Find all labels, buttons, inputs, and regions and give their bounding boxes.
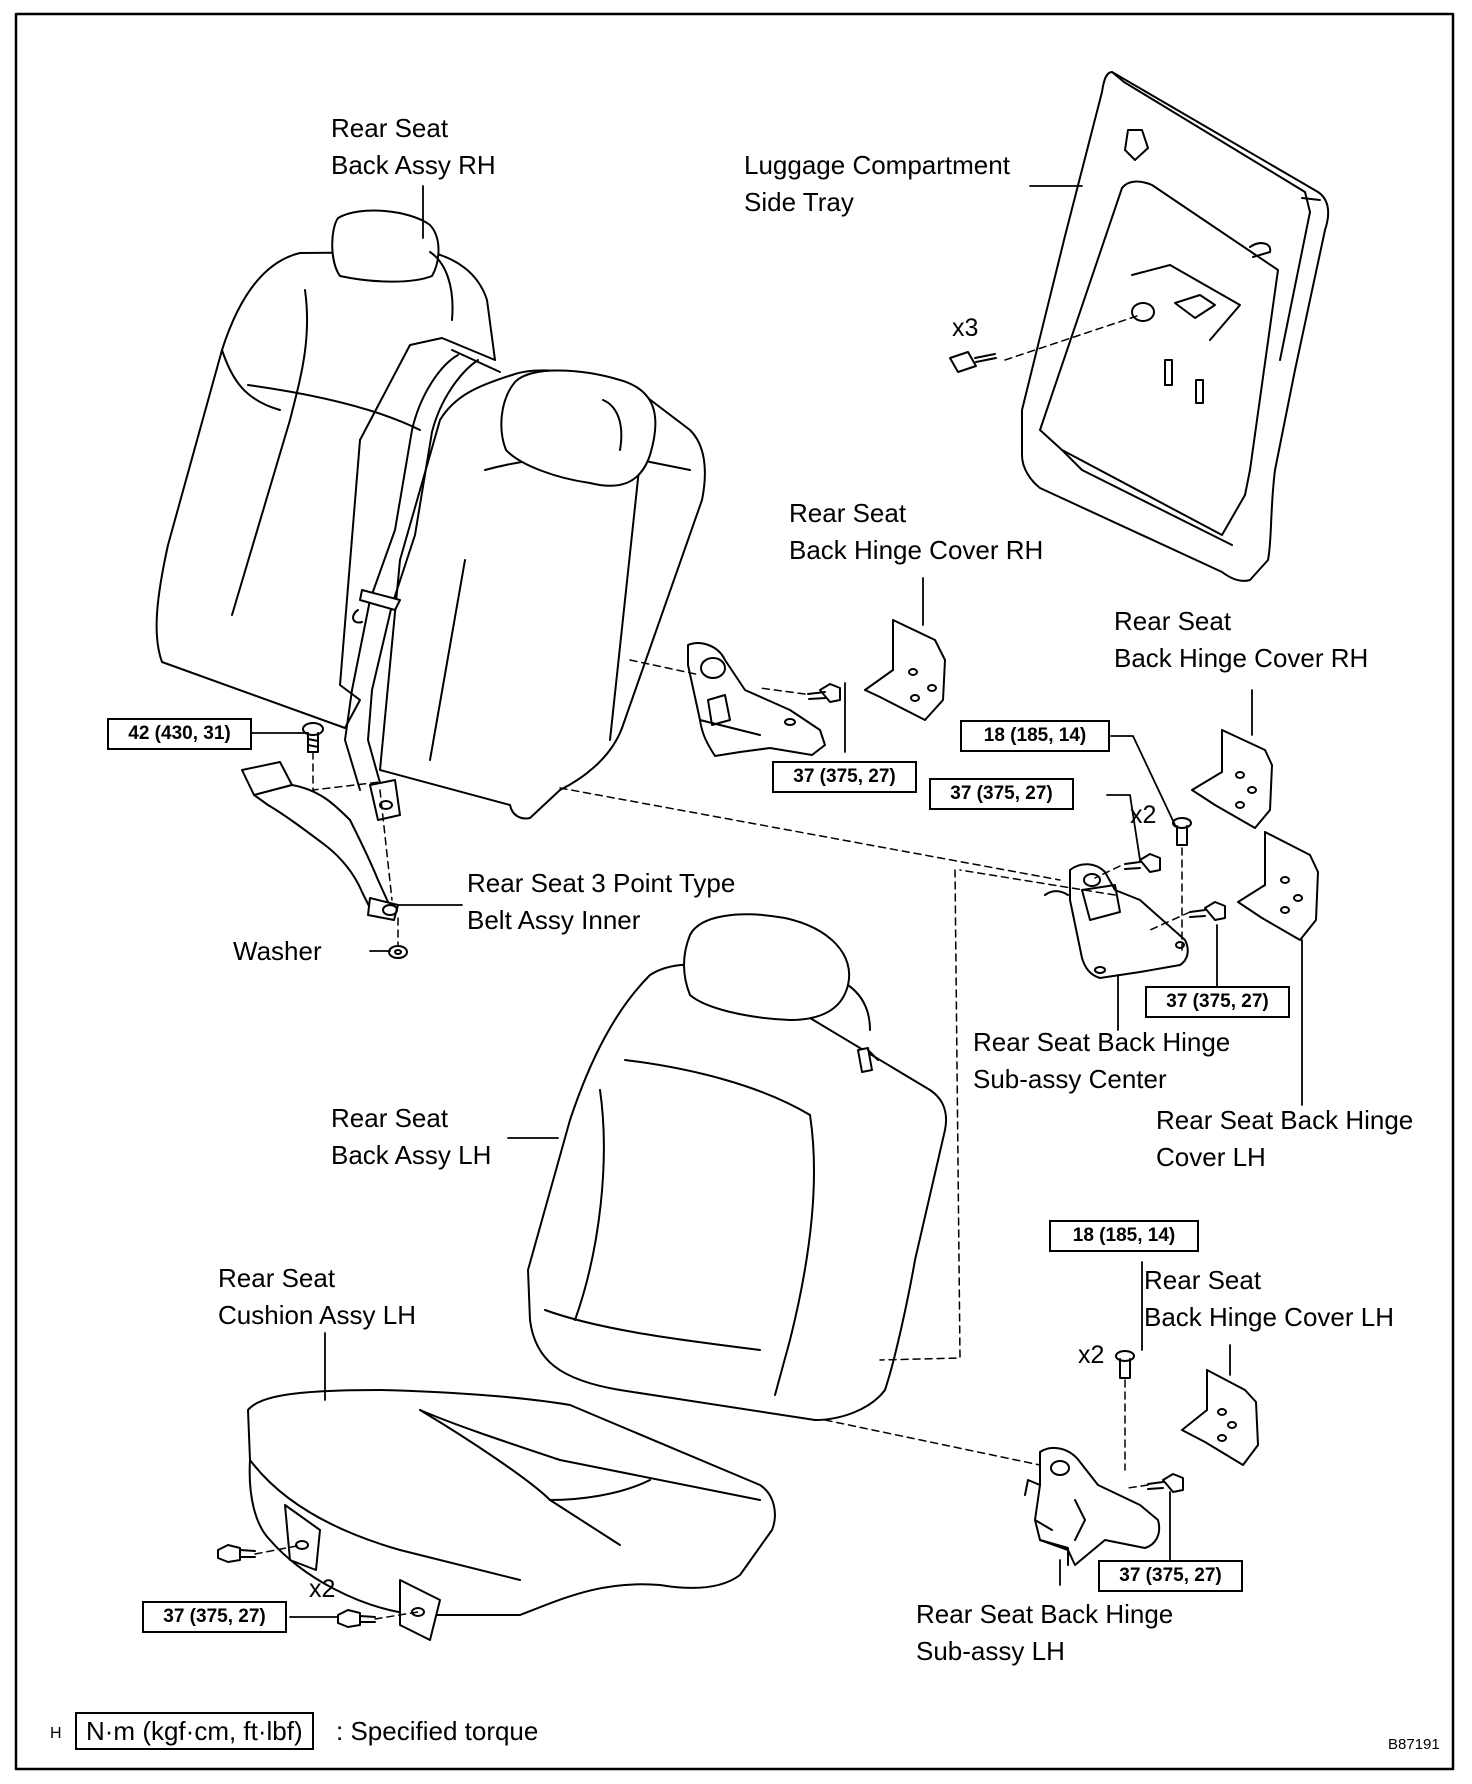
label-rear-seat-back-hinge-lh: Rear Seat Back Hinge Sub-assy LH [916, 1599, 1174, 1666]
qty-tray-clips: x3 [952, 314, 979, 342]
rear-seat-back-rh-drawing [155, 209, 706, 820]
label-rear-seat-3-point-belt-inner: Rear Seat 3 Point Type Belt Assy Inner [467, 868, 736, 935]
torque-center-upper-bolt: 18 (185, 14) [960, 720, 1110, 752]
figure-frame [14, 12, 1455, 1771]
torque-belt-bolt: 42 (430, 31) [107, 718, 252, 750]
rear-seat-cushion-lh-drawing [217, 1389, 776, 1641]
label-rear-seat-back-hinge-cover-rh-2: Rear Seat Back Hinge Cover RH [1114, 606, 1369, 673]
center-lower-bolt-icon [1189, 901, 1226, 921]
figure-id: B87191 [1388, 1736, 1440, 1753]
leader-lines [250, 185, 1303, 1618]
luggage-tray-drawing [949, 71, 1330, 582]
label-rear-seat-back-hinge-cover-rh-1: Rear Seat Back Hinge Cover RH [789, 498, 1044, 565]
label-rear-seat-cushion-assy-lh: Rear Seat Cushion Assy LH [218, 1263, 416, 1330]
center-upper-bolt-icon [1172, 817, 1192, 846]
belt-bolt-icon [302, 722, 324, 753]
torque-cushion-bolt: 37 (375, 27) [142, 1601, 287, 1633]
tray-clip-icon [949, 351, 997, 373]
assembly-dashed-lines [254, 314, 1191, 1620]
label-rear-seat-back-assy-rh: Rear Seat Back Assy RH [331, 113, 496, 180]
legend-prefix: H [50, 1725, 62, 1742]
cushion-bolt-2-icon [337, 1609, 376, 1628]
label-rear-seat-back-assy-lh: Rear Seat Back Assy LH [331, 1103, 492, 1170]
label-rear-seat-back-hinge-center: Rear Seat Back Hinge Sub-assy Center [973, 1027, 1231, 1094]
hinge-rh-bolt-icon [807, 683, 841, 703]
torque-lh-upper-bolt: 18 (185, 14) [1049, 1220, 1199, 1252]
qty-center-bolts: x2 [1130, 801, 1157, 829]
qty-cushion-bolts: x2 [309, 1575, 336, 1603]
rear-seat-back-lh-drawing [527, 913, 948, 1421]
label-luggage-compartment-side-tray: Luggage Compartment Side Tray [744, 150, 1010, 217]
center-mid-bolt-icon [1124, 853, 1161, 873]
label-washer: Washer [233, 936, 322, 966]
torque-center-lower-bolt: 37 (375, 27) [1145, 986, 1290, 1018]
qty-lh-bolts: x2 [1078, 1341, 1105, 1369]
lh-lower-bolt-icon [1147, 1473, 1184, 1493]
lh-upper-bolt-icon [1115, 1350, 1135, 1379]
back-hinge-rh-drawing [687, 619, 946, 757]
torque-hinge-rh-bolt: 37 (375, 27) [772, 761, 917, 793]
washer-icon [388, 945, 408, 959]
label-rear-seat-back-hinge-cover-lh-2: Rear Seat Back Hinge Cover LH [1144, 1265, 1394, 1332]
legend-unit-box: N·m (kgf·cm, ft·lbf) [75, 1712, 314, 1750]
belt-assy-inner-drawing [241, 722, 408, 959]
cushion-bolt-icon [217, 1544, 256, 1563]
label-rear-seat-back-hinge-cover-lh-1: Rear Seat Back Hinge Cover LH [1156, 1105, 1414, 1172]
torque-lh-lower-bolt: 37 (375, 27) [1098, 1560, 1243, 1592]
legend-description: : Specified torque [336, 1716, 539, 1746]
torque-center-mid-bolt: 37 (375, 27) [929, 778, 1074, 810]
back-hinge-lh-drawing [1024, 1350, 1259, 1566]
